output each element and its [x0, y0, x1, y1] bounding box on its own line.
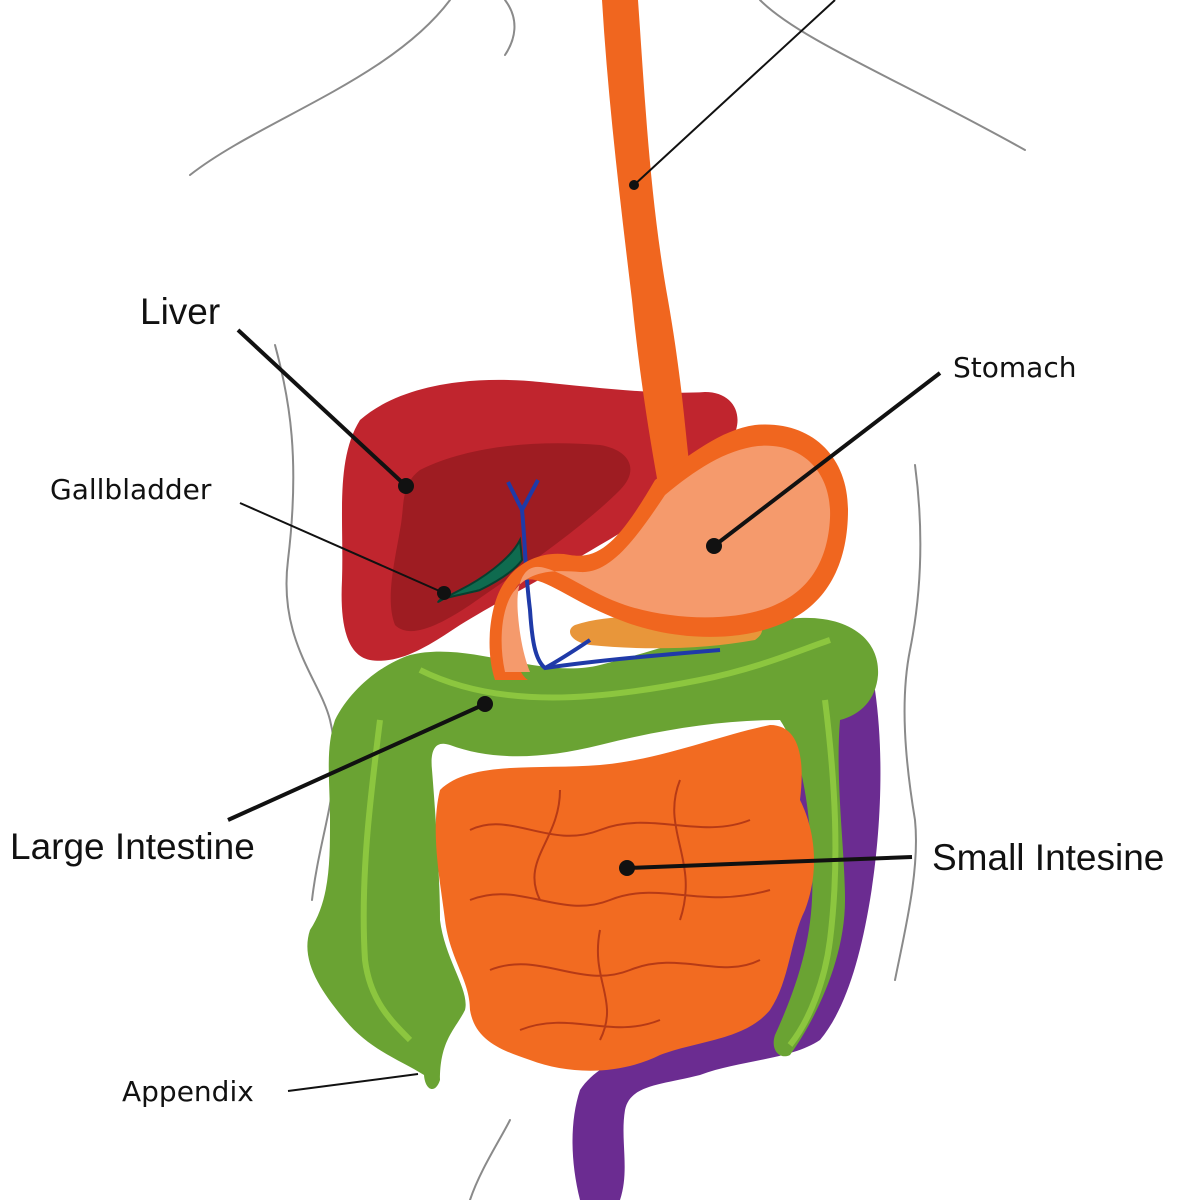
label-large-intestine: Large Intestine: [10, 826, 255, 867]
leader-esophagus: [633, 0, 836, 186]
esophagus: [602, 0, 690, 495]
label-appendix: Appendix: [122, 1075, 254, 1108]
leader-liver: [236, 328, 408, 488]
gallbladder: [437, 536, 524, 603]
bile-duct: [506, 479, 721, 671]
label-gallbladder: Gallbladder: [50, 473, 212, 506]
dot-large-intestine: [477, 696, 493, 712]
label-small-intestine: Small Intesine: [932, 837, 1165, 878]
leader-lines: [227, 0, 942, 1092]
label-liver: Liver: [140, 291, 221, 332]
leader-small-intestine: [626, 855, 913, 870]
dot-liver: [398, 478, 414, 494]
small-intestine: [435, 725, 815, 1071]
dot-small-intestine: [619, 860, 635, 876]
leader-appendix: [287, 1073, 419, 1092]
leader-stomach: [712, 371, 942, 548]
dot-stomach: [706, 538, 722, 554]
label-stomach: Stomach: [953, 351, 1077, 384]
dot-esophagus: [629, 180, 639, 190]
large-intestine: [307, 617, 879, 1090]
leader-gallbladder: [239, 502, 445, 594]
leader-large-intestine: [227, 702, 486, 822]
stomach: [489, 424, 848, 680]
dot-gallbladder: [437, 586, 451, 600]
